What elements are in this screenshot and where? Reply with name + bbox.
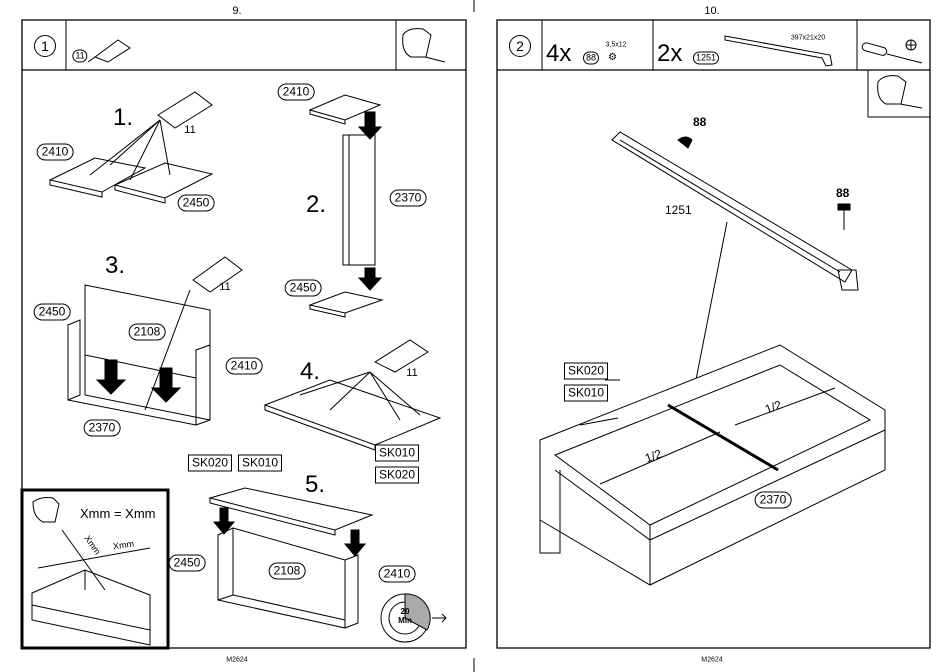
inset-equation: Xmm = Xmm xyxy=(80,506,155,521)
part-label: 2450 xyxy=(178,195,215,212)
part-code: SK020 xyxy=(564,363,608,380)
drill-icon xyxy=(403,29,445,62)
page-number: 9. xyxy=(232,5,241,17)
part-code: SK010 xyxy=(375,445,419,462)
step-number: 3. xyxy=(105,252,125,280)
screw-icon: ⚙ xyxy=(608,52,617,63)
hardware-qty: 4x xyxy=(546,42,571,66)
footer-code: M2624 xyxy=(701,657,722,664)
hardware-qty: 2x xyxy=(657,42,682,66)
glue-part: 11 xyxy=(219,281,230,293)
glue-part: 11 xyxy=(406,367,417,379)
hardware-part: 1251 xyxy=(693,52,719,65)
part-label: 2410 xyxy=(226,358,263,375)
step-number: 4. xyxy=(300,358,320,386)
part-label: 2450 xyxy=(34,304,71,321)
screw-label: 88 xyxy=(836,186,849,200)
part-code: SK020 xyxy=(375,467,419,484)
part-label: 2410 xyxy=(379,566,416,583)
footer-code: M2624 xyxy=(226,657,247,664)
step-number: 5. xyxy=(305,471,325,499)
part-code: SK010 xyxy=(238,455,282,472)
part-code: SK010 xyxy=(564,385,608,402)
part-label: 2108 xyxy=(269,563,306,580)
drill-icon xyxy=(878,76,922,108)
screwdriver-icon xyxy=(861,40,922,63)
part-label: 2410 xyxy=(278,84,315,101)
screw-label: 88 xyxy=(693,115,706,129)
step-badge: 2 xyxy=(509,35,531,57)
hardware-part: 88 xyxy=(583,52,599,65)
part-label: 2410 xyxy=(37,144,74,161)
glue-part: 11 xyxy=(184,124,195,136)
part-label: 2108 xyxy=(129,324,166,341)
part-label: 2450 xyxy=(169,555,206,572)
step-number: 1. xyxy=(113,104,133,132)
rail-label: 1251 xyxy=(665,203,692,217)
part-label: 2370 xyxy=(84,420,121,437)
step-number: 2. xyxy=(306,191,326,219)
glue-tube-icon xyxy=(88,40,130,62)
page-number: 10. xyxy=(704,5,719,17)
part-label: 2450 xyxy=(285,280,322,297)
hardware-size: 397x21x20 xyxy=(791,35,825,42)
part-label: 2370 xyxy=(390,190,427,207)
hardware-size: 3,5x12 xyxy=(605,42,626,49)
left-page-frame xyxy=(22,20,466,648)
step-badge: 1 xyxy=(34,35,56,57)
part-code: SK020 xyxy=(188,455,232,472)
part-label: 11 xyxy=(72,50,87,63)
part-label: 2370 xyxy=(755,492,792,509)
